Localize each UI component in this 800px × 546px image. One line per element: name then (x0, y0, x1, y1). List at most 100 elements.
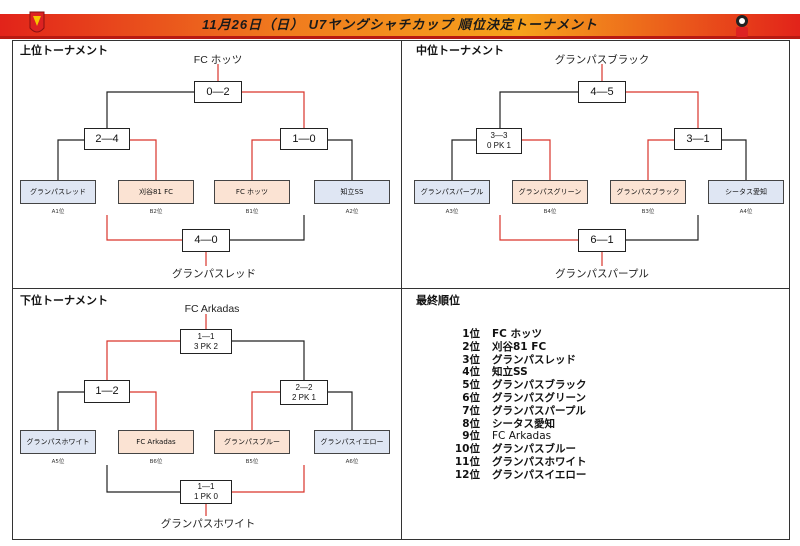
middle-semi-right-score: 3―1 (674, 128, 722, 150)
middle-seed-4: A4位 (739, 209, 753, 215)
middle-semi-right-score-text: 3―1 (686, 132, 710, 145)
ranking-row: 8位シータス愛知 (440, 418, 587, 431)
ranking-row: 7位グランパスパープル (440, 405, 587, 418)
lower-third-score: 1―1 1 PK 0 (180, 480, 232, 504)
header-banner (0, 11, 800, 39)
upper-third-winner: グランパスレッド (172, 268, 256, 280)
ranking-team: 刈谷81 FC (492, 340, 547, 353)
middle-final-score: 4―5 (578, 81, 626, 103)
upper-semi-left-score-text: 2―4 (95, 132, 119, 145)
upper-seed-3: B1位 (245, 209, 259, 215)
ranking-row: 2位刈谷81 FC (440, 341, 587, 354)
ranking-row: 11位グランパスホワイト (440, 456, 587, 469)
ranking-team: シータス愛知 (492, 417, 555, 430)
upper-team-4: 知立SS (314, 180, 390, 204)
lower-seed-3: B5位 (245, 459, 259, 465)
ranking-team: 知立SS (492, 366, 528, 379)
lower-team-3: グランパスブルー (214, 430, 290, 454)
ranking-position: 8位 (462, 417, 480, 430)
upper-third-score: 4―0 (182, 229, 230, 252)
ranking-position: 10位 (454, 443, 480, 456)
ranking-team: グランパスレッド (492, 353, 576, 366)
middle-final-score-text: 4―5 (590, 85, 614, 98)
lower-semi-left-score-text: 1―2 (95, 385, 119, 397)
ranking-row: 6位グランパスグリーン (440, 392, 587, 405)
ranking-team: グランパスホワイト (492, 455, 587, 468)
ranking-team: グランパスブラック (492, 379, 587, 392)
ranking-position: 7位 (462, 404, 480, 417)
middle-team-4: シータス愛知 (708, 180, 784, 204)
upper-semi-right-score-text: 1―0 (292, 132, 316, 145)
upper-team-3: FC ホッツ (214, 180, 290, 204)
middle-seed-2: B4位 (543, 209, 557, 215)
ranking-position: 12位 (454, 468, 480, 481)
ranking-position: 5位 (462, 379, 480, 392)
ranking-team: グランパスグリーン (492, 391, 586, 404)
mascot-icon (736, 15, 748, 37)
ranking-team: FC Arkadas (492, 430, 552, 443)
upper-title: 上位トーナメント (20, 45, 108, 57)
lower-seed-4: A6位 (345, 459, 359, 465)
final-ranking-title: 最終順位 (416, 295, 460, 307)
lower-team-4: グランパスイエロー (314, 430, 390, 454)
middle-title: 中位トーナメント (416, 45, 504, 57)
middle-seed-3: B3位 (641, 209, 655, 215)
lower-final-score-text: 1―1 (197, 331, 215, 341)
lower-team-2: FC Arkadas (118, 430, 194, 454)
lower-third-winner: グランパスホワイト (160, 518, 256, 530)
lower-third-score-text: 1―1 (197, 482, 215, 491)
upper-team-1: グランパスレッド (20, 180, 96, 204)
ranking-team: グランパスパープル (492, 404, 586, 417)
lower-seed-1: A5位 (51, 459, 65, 465)
middle-third-score: 6―1 (578, 229, 626, 252)
ranking-row: 3位グランパスレッド (440, 354, 587, 367)
upper-winner: FC ホッツ (193, 54, 243, 66)
lower-final-pk-text: 3 PK 2 (193, 341, 218, 351)
frame-divider-horizontal (12, 288, 790, 289)
lower-final-score: 1―1 3 PK 2 (180, 329, 232, 354)
middle-third-score-text: 6―1 (590, 234, 614, 246)
upper-third-score-text: 4―0 (194, 234, 218, 246)
upper-team-2: 刈谷81 FC (118, 180, 194, 204)
ranking-team: グランパスブルー (492, 443, 576, 456)
lower-seed-2: B6位 (149, 459, 163, 465)
lower-semi-right-score: 2―2 2 PK 1 (280, 380, 328, 405)
lower-team-1: グランパスホワイト (20, 430, 96, 454)
upper-final-score: 0―2 (194, 81, 242, 103)
ranking-position: 4位 (462, 366, 480, 379)
frame-divider-vertical (401, 40, 402, 540)
ranking-position: 3位 (462, 353, 480, 366)
ranking-position: 2位 (462, 340, 480, 353)
middle-semi-left-pk-text: 0 PK 1 (486, 141, 511, 150)
upper-seed-1: A1位 (51, 209, 65, 215)
ranking-row: 4位知立SS (440, 366, 587, 379)
upper-semi-left-score: 2―4 (84, 128, 130, 150)
ranking-position: 1位 (462, 328, 480, 340)
ranking-row: 5位グランパスブラック (440, 379, 587, 392)
middle-winner: グランパスブラック (554, 54, 650, 66)
ranking-position: 9位 (462, 430, 480, 443)
ranking-position: 6位 (462, 391, 480, 404)
middle-semi-left-score: 3―3 0 PK 1 (476, 128, 522, 154)
middle-third-winner: グランパスパープル (555, 268, 649, 280)
middle-semi-left-score-text: 3―3 (490, 131, 508, 140)
ranking-row: 10位グランパスブルー (440, 443, 587, 456)
ranking-team: グランパスイエロー (492, 468, 587, 481)
lower-winner: FC Arkadas (184, 303, 240, 315)
middle-team-3: グランパスブラック (610, 180, 686, 204)
middle-team-1: グランパスパープル (414, 180, 490, 204)
ranking-position: 11位 (454, 455, 480, 468)
lower-semi-left-score: 1―2 (84, 380, 130, 403)
ranking-row: 9位 FC Arkadas (440, 430, 587, 443)
page-title: 11月26日（日） U7ヤングシャチカップ 順位決定トーナメント (202, 17, 598, 32)
ranking-row: 12位グランパスイエロー (440, 469, 587, 482)
middle-seed-1: A3位 (445, 209, 459, 215)
club-emblem-icon (29, 11, 45, 33)
lower-semi-right-pk-text: 2 PK 1 (291, 392, 316, 402)
lower-third-pk-text: 1 PK 0 (193, 492, 218, 501)
lower-semi-right-score-text: 2―2 (295, 382, 313, 392)
lower-title: 下位トーナメント (20, 295, 108, 307)
